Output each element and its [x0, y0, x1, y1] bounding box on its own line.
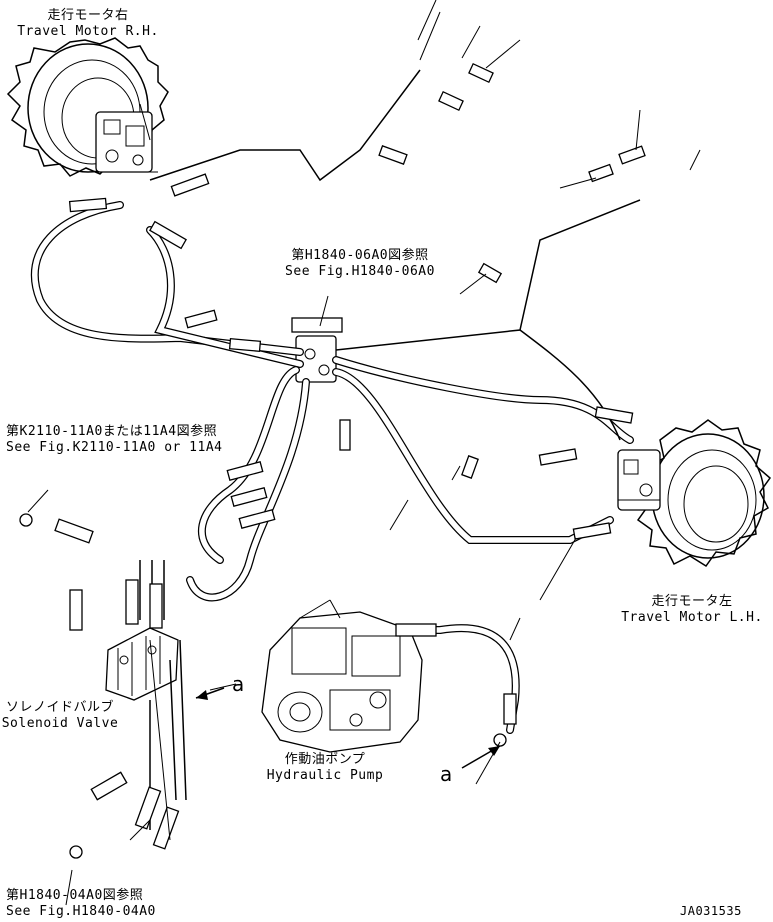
ref-h1840-04a0-en-label: See Fig.H1840-04A0: [6, 904, 156, 919]
ref-h1840-04a0-jp-label: 第H1840-04A0図参照: [6, 888, 144, 903]
fittings: [19, 62, 646, 859]
callout-a-label-2: a: [440, 762, 453, 786]
travel-motor-rh-drawing: [6, 37, 169, 177]
solenoid-valve-en-label: Solenoid Valve: [1, 716, 119, 731]
ref-k2110-en-label: See Fig.K2110-11A0 or 11A4: [6, 440, 223, 455]
ref-h1840-06a0-jp-label: 第H1840-06A0図参照: [291, 248, 429, 263]
hydraulic-pump-en-label: Hydraulic Pump: [266, 768, 384, 783]
solenoid-valve-jp-label: ソレノイドバルブ: [5, 700, 115, 715]
travel-motor-rh-en-label: Travel Motor R.H.: [17, 24, 159, 39]
solenoid-valve-drawing: [105, 627, 179, 701]
ref-k2110-jp-label: 第K2110-11A0または11A4図参照: [6, 424, 218, 439]
hydraulic-pump-drawing: [261, 599, 423, 753]
drawing-number: JA031535: [680, 904, 742, 918]
ref-h1840-06a0-en-label: See Fig.H1840-06A0: [285, 264, 435, 279]
center-swivel-block: [291, 317, 343, 383]
travel-motor-lh-jp-label: 走行モータ左: [651, 594, 733, 609]
travel-motor-lh-drawing: [617, 419, 772, 568]
hose-lines: [30, 69, 641, 830]
callout-a-label-1: a: [232, 672, 245, 696]
callout-arrows: [195, 687, 501, 769]
travel-motor-lh-en-label: Travel Motor L.H.: [621, 610, 763, 625]
hydraulic-pump-jp-label: 作動油ポンプ: [284, 752, 366, 767]
travel-motor-rh-jp-label: 走行モータ右: [47, 8, 129, 23]
